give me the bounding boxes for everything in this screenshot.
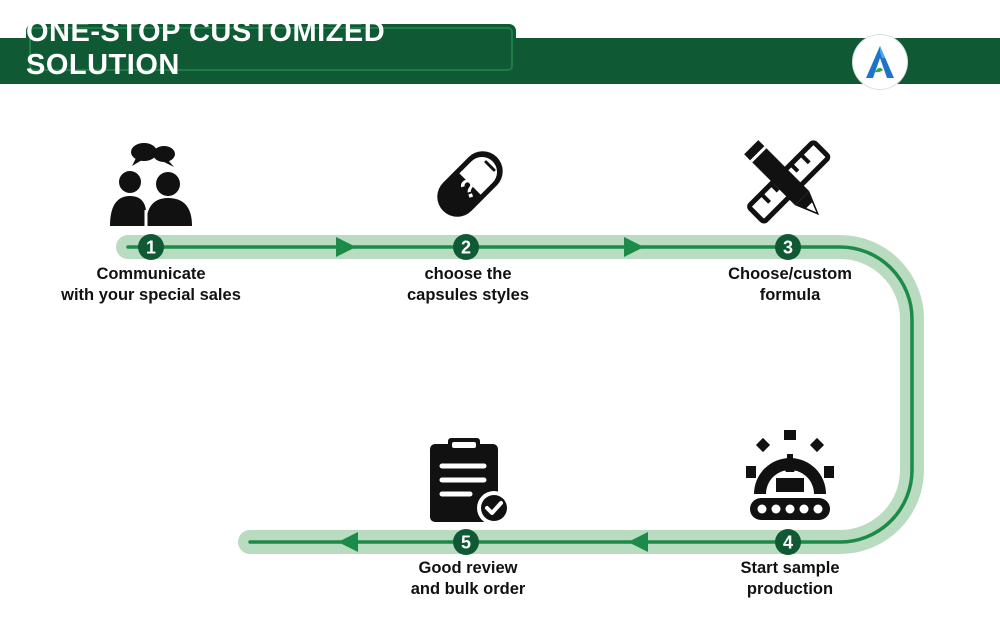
brand-a-logo (866, 46, 894, 78)
pencil-ruler-icon (744, 140, 831, 224)
step-badge-4: 4 (775, 529, 801, 555)
step-title: Choose/custom (728, 265, 852, 283)
page-title: ONE-STOP CUSTOMIZED SOLUTION (26, 16, 386, 81)
people-chat-icon (110, 143, 192, 226)
step-number: 1 (146, 238, 156, 258)
capsule-icon: ? (437, 151, 503, 217)
brand-logo (853, 35, 907, 89)
step-subtitle: with your special sales (61, 286, 241, 304)
step-label-3: Choose/custom formula (660, 264, 920, 306)
step-badge-1: 1 (138, 234, 164, 260)
step-number: 5 (461, 533, 471, 553)
step-label-4: Start sample production (660, 558, 920, 600)
step-number: 4 (783, 533, 793, 553)
arrow-right-icon (336, 237, 356, 257)
step-badge-2: 2 (453, 234, 479, 260)
step-title: Communicate (96, 265, 206, 283)
step-subtitle: formula (759, 286, 821, 304)
clipboard-check-icon (430, 438, 511, 525)
title-banner: ONE-STOP CUSTOMIZED SOLUTION (26, 16, 516, 81)
arrow-left-icon (338, 532, 358, 552)
step-title: Good review (418, 559, 518, 577)
factory-gear-icon (746, 430, 834, 520)
step-badge-3: 3 (775, 234, 801, 260)
step-title: choose the (424, 265, 512, 283)
step-label-2: choose the capsules styles (338, 264, 598, 306)
arrow-left-icon (628, 532, 648, 552)
flow-line (126, 245, 914, 544)
step-label-5: Good review and bulk order (338, 558, 598, 600)
step-subtitle: production (746, 580, 834, 598)
step-subtitle: capsules styles (407, 286, 529, 304)
step-label-1: Communicate with your special sales (21, 264, 281, 306)
step-number: 3 (783, 238, 793, 258)
step-title: Start sample (740, 559, 840, 577)
step-number: 2 (461, 238, 471, 258)
step-subtitle: and bulk order (410, 580, 526, 598)
arrow-right-icon (624, 237, 644, 257)
step-badge-5: 5 (453, 529, 479, 555)
